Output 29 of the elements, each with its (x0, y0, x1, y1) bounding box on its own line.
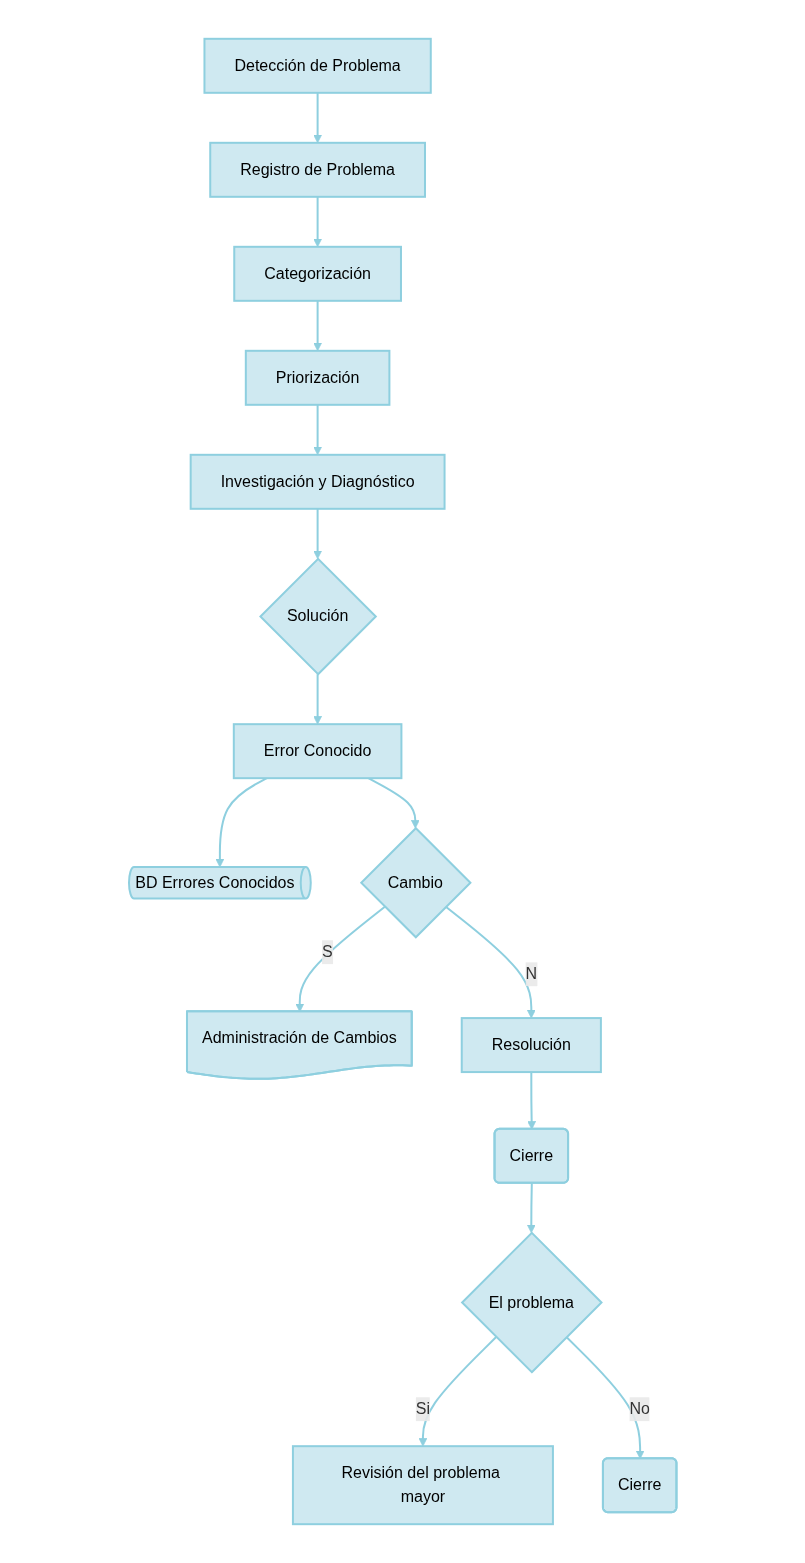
arrow (215, 777, 268, 868)
arrow (526, 1182, 536, 1234)
node-box: Categorización (233, 245, 402, 302)
node-text: BD Errores Conocidos (135, 873, 295, 891)
arrow (312, 299, 322, 352)
node-box: Detección de Problema (203, 37, 432, 94)
arrow (367, 777, 420, 829)
node-box: Priorización (244, 349, 391, 406)
node-diamond: El problema (460, 1231, 603, 1374)
arrow (444, 905, 536, 1019)
arrow (312, 403, 322, 456)
arrow (312, 91, 322, 144)
node-box: Investigación y Diagnóstico (189, 453, 446, 510)
arrow (565, 1336, 645, 1460)
arrow (312, 507, 322, 560)
node-diamond: Cambio (359, 826, 472, 939)
arrow (418, 1336, 497, 1447)
node-box: Revisión del problema mayor (291, 1445, 554, 1526)
edge-label: S (321, 943, 333, 961)
node-box: Resolución (460, 1017, 602, 1074)
edge-label: N (525, 965, 537, 983)
arrow (312, 195, 322, 248)
edge-label: Si (415, 1400, 430, 1418)
node-box: Registro de Problema (209, 141, 426, 198)
edge-label: No (629, 1400, 650, 1418)
arrow (312, 673, 322, 725)
node-diamond: Solución (258, 557, 377, 676)
arrow (527, 1071, 536, 1130)
node-box: Error Conocido (232, 723, 403, 780)
